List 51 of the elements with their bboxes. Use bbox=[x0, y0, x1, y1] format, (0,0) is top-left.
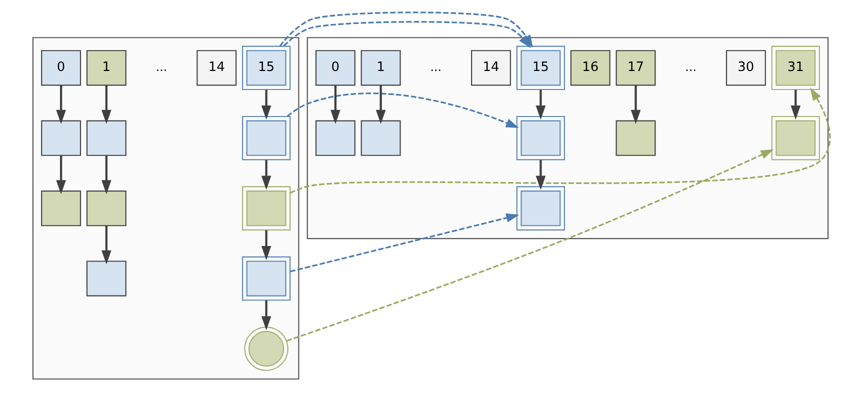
arrow bbox=[56, 85, 66, 124]
node-box: 16 bbox=[570, 50, 610, 86]
node-box bbox=[615, 120, 656, 156]
arrow bbox=[101, 85, 111, 124]
node-box: 14 bbox=[196, 50, 236, 86]
node-box bbox=[86, 120, 126, 156]
arrow bbox=[330, 85, 340, 124]
arrow bbox=[630, 85, 640, 124]
node-box: 15 bbox=[516, 46, 564, 90]
node-box bbox=[86, 260, 126, 296]
arrow bbox=[260, 160, 271, 190]
node-box bbox=[770, 116, 820, 160]
node-box: 30 bbox=[725, 50, 766, 86]
label: ... bbox=[155, 60, 167, 74]
node-box: 15 bbox=[242, 46, 290, 90]
node-box bbox=[516, 186, 564, 230]
node-box bbox=[40, 120, 81, 156]
arrow bbox=[101, 156, 111, 194]
node-box: 0 bbox=[40, 50, 81, 86]
cluster bbox=[306, 37, 828, 240]
label: ... bbox=[430, 60, 442, 74]
node-box: 31 bbox=[770, 46, 820, 90]
label: ... bbox=[684, 60, 696, 74]
node-box bbox=[516, 116, 564, 160]
arrow bbox=[101, 226, 111, 264]
arrow bbox=[260, 300, 271, 330]
node-box: 1 bbox=[360, 50, 400, 86]
node-box: 0 bbox=[314, 50, 355, 86]
arrow bbox=[290, 213, 519, 272]
arrow bbox=[535, 90, 546, 120]
node-circle bbox=[244, 326, 288, 371]
arrow bbox=[289, 88, 830, 194]
node-box bbox=[40, 190, 81, 226]
node-box: 17 bbox=[615, 50, 656, 86]
node-box: 1 bbox=[86, 50, 126, 86]
arrow bbox=[535, 160, 546, 190]
node-box: 14 bbox=[470, 50, 510, 86]
node-box bbox=[86, 190, 126, 226]
node-box bbox=[360, 120, 400, 156]
arrow bbox=[260, 230, 271, 260]
arrow bbox=[286, 149, 774, 342]
cluster bbox=[32, 37, 299, 380]
arrow bbox=[286, 92, 518, 128]
arrow bbox=[56, 156, 66, 194]
arrow bbox=[790, 90, 800, 120]
arrow bbox=[260, 90, 271, 120]
node-box bbox=[242, 116, 290, 160]
node-box bbox=[314, 120, 355, 156]
node-box bbox=[242, 186, 290, 230]
node-box bbox=[242, 256, 290, 301]
arrow bbox=[375, 85, 386, 124]
